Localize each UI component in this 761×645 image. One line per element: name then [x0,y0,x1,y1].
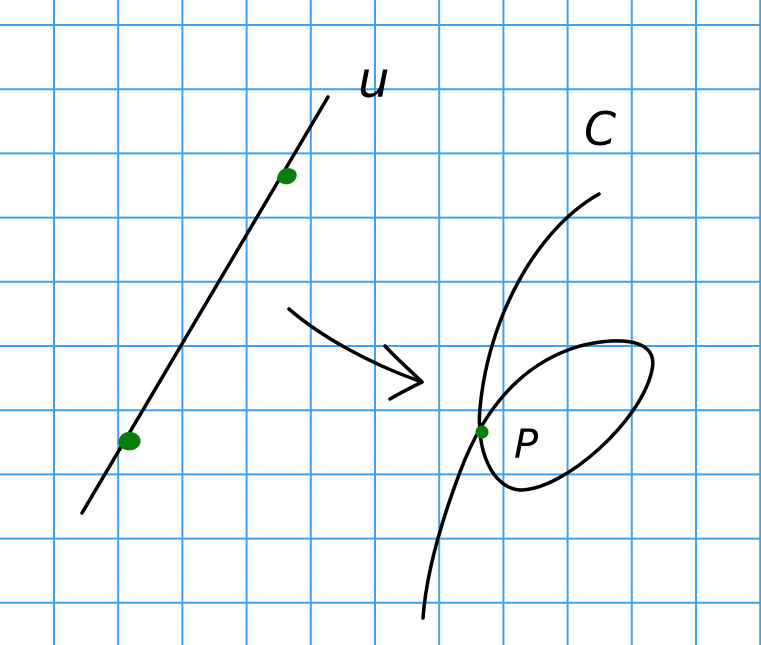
point-on-line-u-lower [118,431,141,451]
mapping-arrow-shaft [287,307,424,384]
label-p: P [514,422,539,468]
label-u: u [358,51,390,109]
point-p-marker [475,425,489,439]
mapping-arrowhead [383,344,424,401]
curve-c [421,192,655,620]
point-on-line-u-upper [277,168,297,185]
label-c: C [584,102,616,156]
